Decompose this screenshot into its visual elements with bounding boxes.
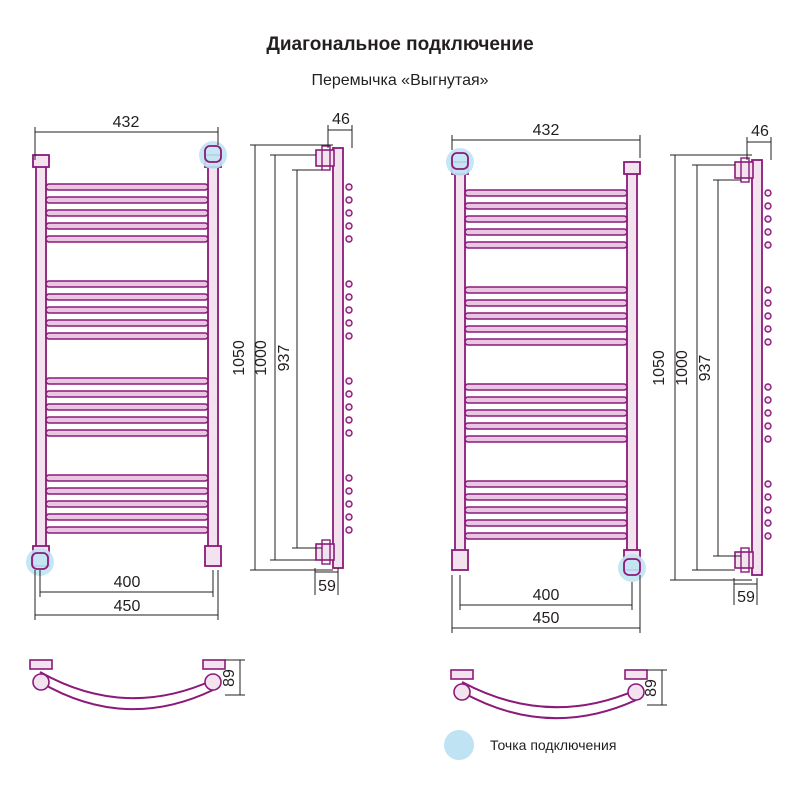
dim-offset-left: 59 [318,578,336,595]
right-side-view [670,137,772,605]
dim-depth-left: 46 [332,111,350,128]
right-front-view [446,135,646,633]
dim-axis-right: 400 [533,587,560,604]
left-top-view [29,659,245,711]
dim-axis-left: 400 [114,574,141,591]
dim-height-inner-right: 937 [697,355,714,382]
dim-width-bottom-right: 450 [533,610,560,627]
dim-height-mid-right: 1000 [674,350,691,386]
page-subtitle: Перемычка «Выгнутая» [311,72,489,89]
left-front-view [26,127,227,620]
left-side-view [250,125,353,595]
dim-depth-right: 46 [751,123,769,140]
dim-height-inner-left: 937 [276,345,293,372]
dim-height-mid-left: 1000 [253,340,270,376]
dim-bend-left: 89 [221,669,238,687]
dim-offset-right: 59 [737,589,755,606]
legend-connection-point-icon [444,730,474,760]
right-top-view [450,669,667,720]
dim-width-bottom-left: 450 [114,598,141,615]
legend-label: Точка подключения [490,737,617,753]
dim-height-total-left: 1050 [231,340,248,376]
dim-width-top-right: 432 [533,122,560,139]
dim-bend-right: 89 [643,679,660,697]
page-title: Диагональное подключение [266,34,534,55]
dim-width-top-left: 432 [113,114,140,131]
dim-height-total-right: 1050 [651,350,668,386]
